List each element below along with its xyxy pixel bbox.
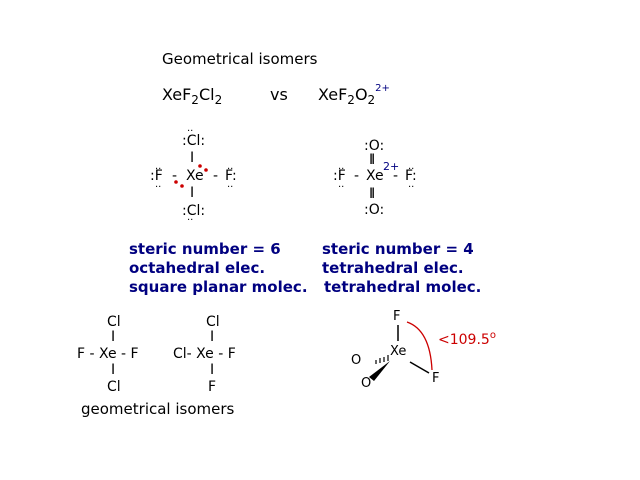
vs-label: vs	[270, 85, 288, 104]
angle-arc	[406, 321, 433, 371]
double-bond: II	[369, 186, 375, 202]
charge-label: 2+	[383, 160, 400, 173]
lone-pair-dots: ..	[187, 212, 194, 223]
bond-vertical: I	[111, 362, 116, 378]
geometry-xenon: Xe	[390, 344, 407, 359]
geometry-bottom-fluorine: F	[432, 371, 440, 386]
lone-pair-dots: ..	[187, 123, 194, 134]
right-fluorine: F:	[225, 168, 237, 184]
bond-vertical: I	[190, 185, 195, 201]
geometry-left-oxygen: O	[351, 353, 362, 368]
isomer-bottom-atom: Cl	[107, 379, 121, 395]
lone-pair-dots: ..	[155, 179, 162, 190]
steric-number-left: steric number = 6	[129, 240, 281, 258]
bond-vertical: I	[210, 329, 215, 345]
lone-pair-dots: ..	[408, 179, 415, 190]
left-fluorine: :F	[150, 168, 163, 184]
bottom-oxygen: :O:	[364, 202, 385, 218]
wedge-bond	[369, 361, 390, 381]
bond-dash: -	[213, 168, 219, 184]
molecular-geometry-left: square planar molec.	[129, 278, 308, 296]
lone-pair-dots: ..	[408, 161, 415, 172]
top-oxygen: :O:	[364, 138, 385, 154]
xenon-center: Xe	[186, 168, 204, 184]
isomer-bottom-atom: F	[208, 379, 217, 395]
top-chlorine: :Cl:	[182, 133, 206, 149]
geometry-bottom-oxygen: O	[361, 376, 372, 391]
formula-xef2cl2: XeF2Cl2	[162, 85, 223, 107]
double-bond: II	[369, 152, 375, 168]
right-fluorine: F:	[405, 168, 417, 184]
formula-xef2o2: XeF2O22+	[318, 83, 390, 107]
bond-dash: -	[354, 168, 360, 184]
lone-pair-dots: ..	[227, 161, 234, 172]
bond-dash: -	[393, 168, 399, 184]
electron-geometry-right: tetrahedral elec.	[322, 259, 464, 277]
lone-pair-dots: ..	[338, 161, 345, 172]
geometry-top-fluorine: F	[393, 309, 401, 324]
isomer-top-atom: Cl	[206, 314, 220, 330]
left-fluorine: :F	[333, 168, 346, 184]
electron-geometry-left: octahedral elec.	[129, 259, 266, 277]
isomer-top-atom: Cl	[107, 314, 121, 330]
isomers-caption: geometrical isomers	[81, 400, 235, 418]
lone-pair-dots: ..	[155, 161, 162, 172]
bond-dash: -	[172, 168, 178, 184]
bond-angle-label: <109.5o	[438, 330, 496, 348]
lone-pair-dots: ..	[338, 179, 345, 190]
bottom-chlorine: :Cl:	[182, 203, 206, 219]
page-title: Geometrical isomers	[162, 50, 318, 68]
bond-vertical: I	[210, 362, 215, 378]
lone-pair-dots: ..	[227, 179, 234, 190]
molecular-geometry-right: tetrahedral molec.	[324, 278, 482, 296]
bond-vertical: I	[190, 150, 195, 166]
hashed-bond	[375, 355, 389, 364]
isomer-row: Cl- Xe - F	[173, 346, 236, 362]
xenon-center: Xe	[366, 168, 384, 184]
steric-number-right: steric number = 4	[322, 240, 474, 258]
isomer-row: F - Xe - F	[77, 346, 139, 362]
bond-vertical: I	[111, 329, 116, 345]
